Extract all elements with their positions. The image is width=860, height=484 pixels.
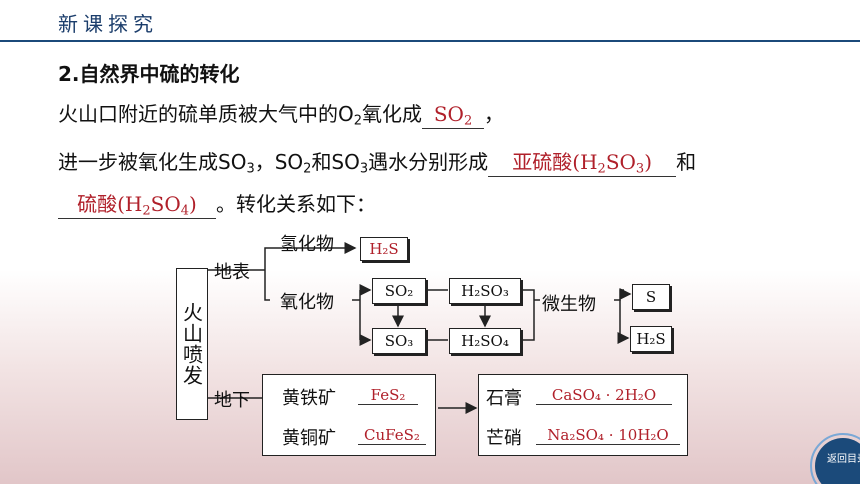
text: 遇水分别形成: [368, 150, 489, 174]
so3-box: SO₃: [372, 328, 426, 354]
subscript: 3: [359, 161, 369, 177]
source-label: 火山喷发: [179, 302, 204, 386]
answer-blank-h2so3: 亚硫酸(H2SO3): [488, 146, 677, 178]
chalcopyrite-label: 黄铜矿: [282, 428, 336, 449]
text: 和: [676, 150, 697, 174]
microbe-label: 微生物: [542, 294, 596, 315]
header-bar: 新课探究: [0, 0, 860, 42]
surface-label: 地表: [214, 262, 250, 283]
so2-box: SO₂: [372, 278, 426, 304]
gypsum-answer: CaSO₄ · 2H₂O: [536, 386, 672, 405]
mineral-group-box: [478, 374, 688, 456]
section-heading: 2.自然界中硫的转化: [58, 62, 240, 86]
gypsum-label: 石膏: [486, 388, 522, 409]
pyrite-answer: FeS₂: [358, 386, 418, 405]
subscript: 2: [463, 113, 473, 129]
text: ，: [484, 102, 505, 126]
back-to-contents-button[interactable]: 返回目录: [815, 438, 860, 484]
answer-text: ): [644, 150, 653, 174]
answer-text: 亚硫酸(H: [512, 150, 598, 174]
subscript: 3: [246, 161, 255, 177]
h2s-box: H₂S: [630, 326, 672, 352]
header-title: 新课探究: [58, 12, 158, 36]
answer-text: SO: [433, 102, 464, 126]
answer-text: SO: [150, 192, 181, 216]
mirabilite-answer: Na₂SO₄ · 10H₂O: [536, 426, 680, 445]
header-rule: [0, 40, 860, 42]
paragraph-line-2: 进一步被氧化生成SO3，SO2和SO3遇水分别形成亚硫酸(H2SO3)和: [58, 146, 697, 178]
text: 进一步被氧化生成SO: [58, 150, 247, 174]
paragraph-line-3: 硫酸(H2SO4)。转化关系如下：: [58, 188, 376, 220]
answer-text: ): [189, 192, 197, 216]
hydride-label: 氢化物: [280, 234, 334, 255]
subscript: 2: [353, 113, 363, 129]
h2so4-box: H₂SO₄: [449, 328, 521, 354]
subscript: 4: [180, 203, 190, 219]
h2so3-box: H₂SO₃: [449, 278, 521, 304]
text: ，SO: [254, 150, 304, 174]
text: 和SO: [311, 150, 360, 174]
subscript: 2: [597, 161, 606, 177]
chalcopyrite-answer: CuFeS₂: [358, 426, 426, 445]
oxide-label: 氧化物: [280, 292, 334, 313]
answer-text: SO: [605, 150, 636, 174]
text: 火山口附近的硫单质被大气中的O: [58, 102, 354, 126]
text: 氧化成: [362, 102, 423, 126]
source-box: 火山喷发: [176, 268, 208, 420]
subscript: 2: [142, 203, 151, 219]
nav-badge-ring: [810, 433, 860, 484]
hydride-answer-box: H₂S: [360, 237, 408, 261]
mirabilite-label: 芒硝: [486, 428, 522, 449]
pyrite-label: 黄铁矿: [282, 388, 336, 409]
answer-blank-h2so4: 硫酸(H2SO4): [58, 188, 216, 220]
subscript: 2: [303, 161, 312, 177]
subscript: 3: [635, 161, 645, 177]
s-box: S: [632, 284, 670, 310]
text: 。转化关系如下：: [216, 192, 376, 216]
back-to-contents-label: 返回目录: [827, 454, 860, 465]
underground-group-box: [262, 374, 436, 456]
underground-label: 地下: [214, 390, 250, 411]
answer-blank-so2: SO2: [422, 102, 485, 130]
answer-text: 硫酸(H: [77, 192, 143, 216]
